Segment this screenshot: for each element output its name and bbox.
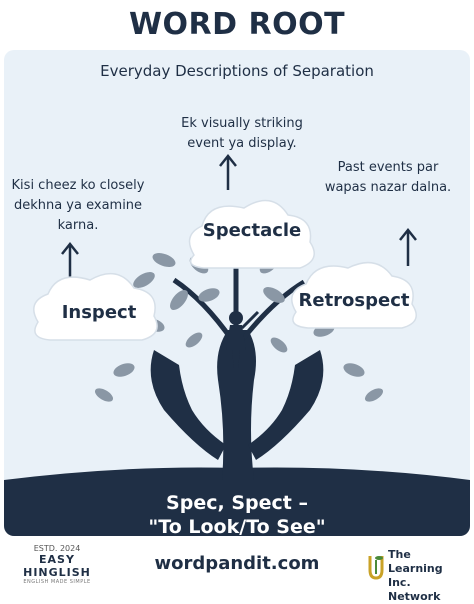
description-line: karna. xyxy=(57,218,99,233)
subtitle: Everyday Descriptions of Separation xyxy=(100,62,374,80)
logo-text: The Learning Inc. Network xyxy=(388,548,466,604)
infographic-card: Everyday Descriptions of Separation xyxy=(4,50,470,536)
logo-tagline: ENGLISH MADE SIMPLE xyxy=(23,579,91,585)
root-line-2: "To Look/To See" xyxy=(148,516,326,536)
description-line: Ek visually striking xyxy=(181,116,303,131)
description-inspect: Kisi cheez ko closely dekhna ya examine … xyxy=(4,176,152,236)
word-inspect: Inspect xyxy=(61,302,137,323)
tree-illustration xyxy=(4,153,470,536)
site-link[interactable]: wordpandit.com xyxy=(154,553,320,574)
footer: ESTD. 2024 EASY HINGLISH ENGLISH MADE SI… xyxy=(0,538,474,603)
learning-network-logo: The Learning Inc. Network xyxy=(366,548,466,603)
easy-hinglish-logo: ESTD. 2024 EASY HINGLISH ENGLISH MADE SI… xyxy=(12,544,102,585)
logo-line-1: The Learning xyxy=(388,548,443,575)
description-line: dekhna ya examine xyxy=(13,198,143,213)
logo-badge: ESTD. 2024 xyxy=(33,544,81,553)
word-spectacle: Spectacle xyxy=(202,220,302,241)
description-line: event ya display. xyxy=(187,136,297,151)
root-line-1: Spec, Spect – xyxy=(166,492,308,514)
header: WORD ROOT xyxy=(0,0,474,50)
logo-name: EASY HINGLISH xyxy=(23,553,91,579)
logo-line-2: Inc. Network xyxy=(388,576,441,603)
sprout-icon xyxy=(368,556,384,580)
word-retrospect: Retrospect xyxy=(298,290,410,311)
description-line: wapas nazar dalna. xyxy=(324,180,452,195)
description-line: Past events par xyxy=(337,160,439,175)
description-spectacle: Ek visually striking event ya display. xyxy=(147,114,337,154)
description-line: Kisi cheez ko closely xyxy=(11,178,145,193)
page-title: WORD ROOT xyxy=(128,7,346,42)
description-retrospect: Past events par wapas nazar dalna. xyxy=(310,158,466,198)
